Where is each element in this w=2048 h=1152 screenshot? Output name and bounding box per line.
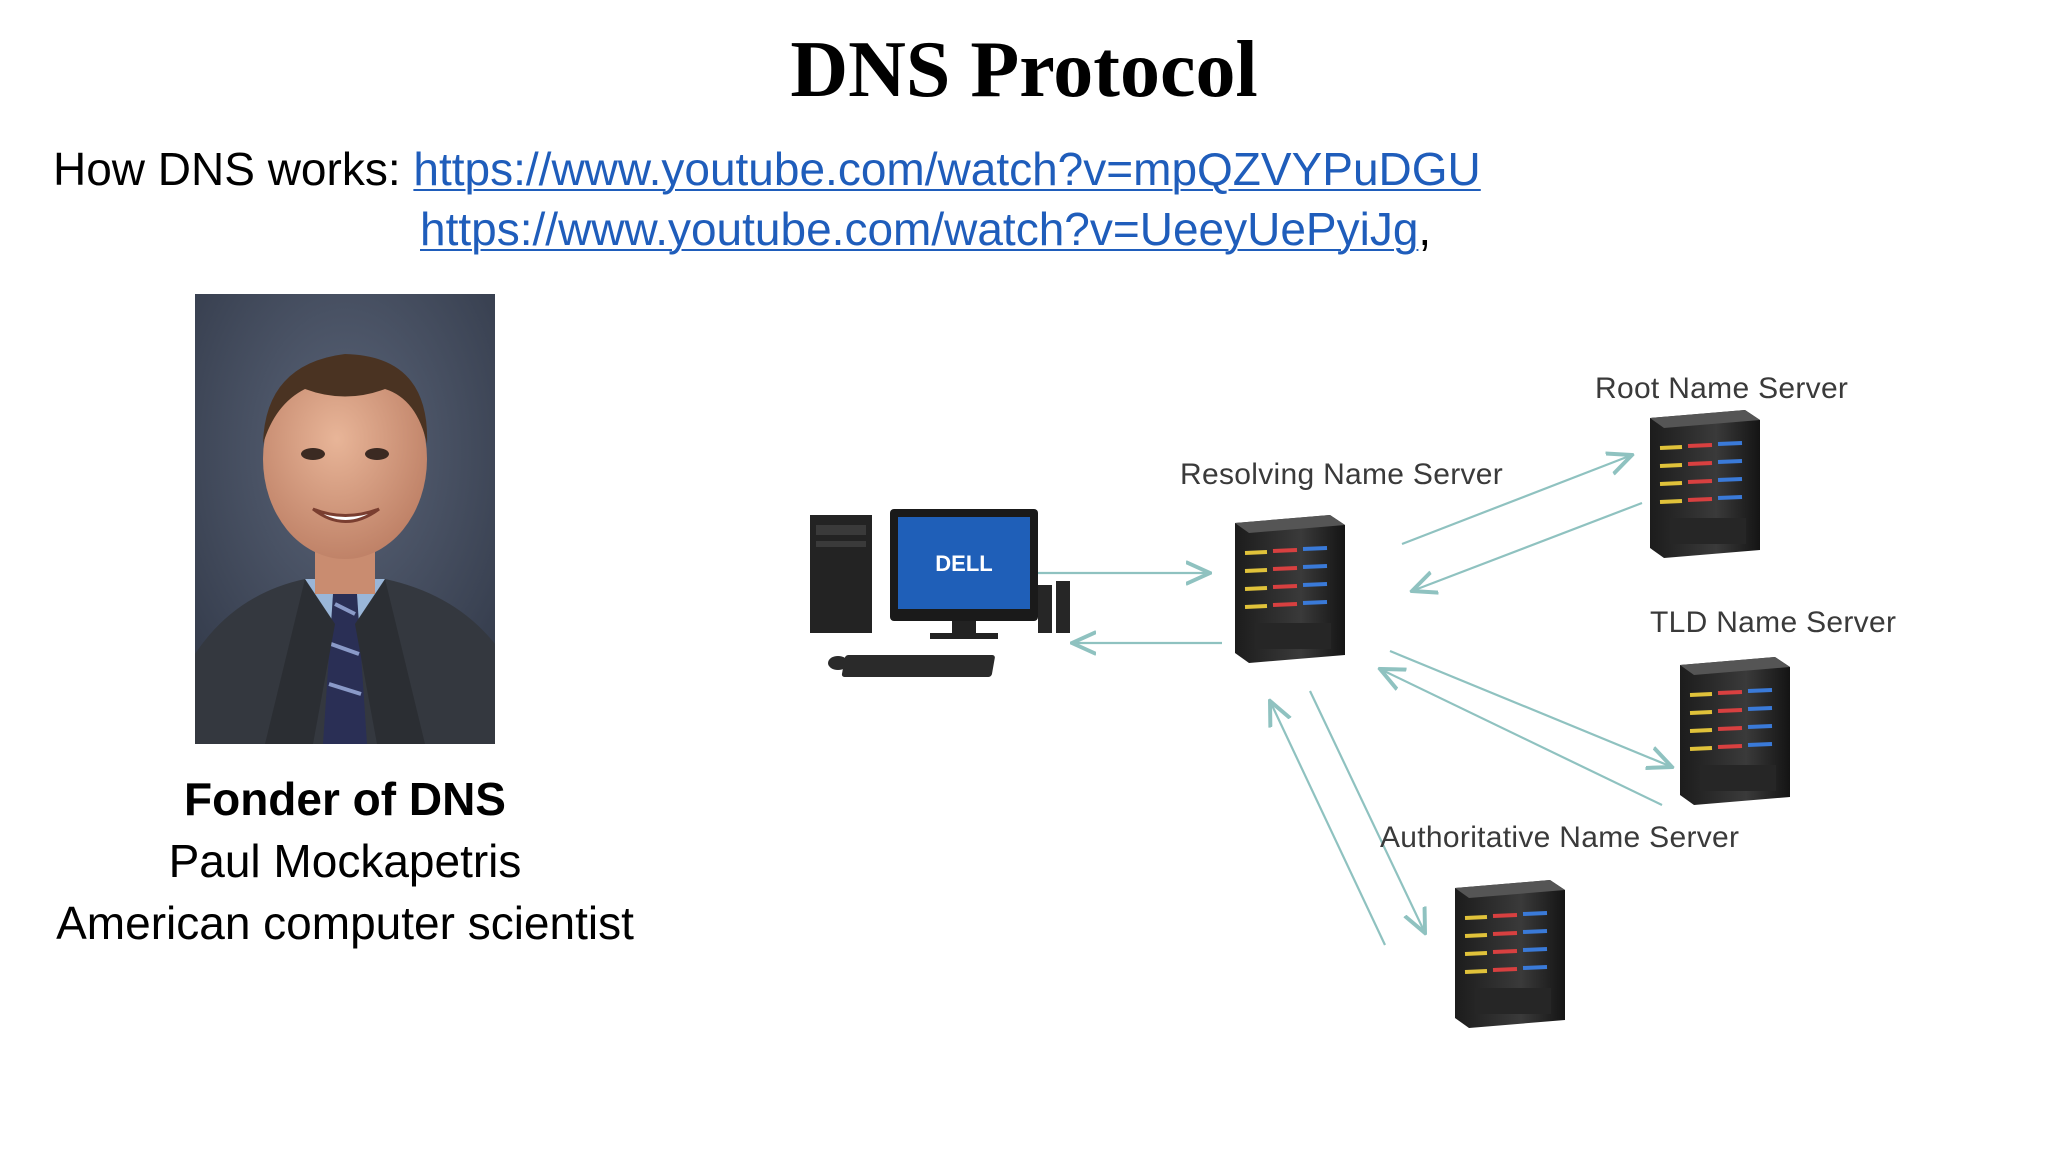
slide-title: DNS Protocol bbox=[790, 26, 1258, 114]
authoritative-server-icon bbox=[1453, 878, 1567, 1030]
resolving-name-server-label: Resolving Name Server bbox=[1180, 458, 1504, 491]
client-computer-icon: DELL bbox=[810, 509, 1070, 677]
portrait-photo bbox=[195, 294, 495, 744]
authoritative-name-server-label: Authoritative Name Server bbox=[1380, 821, 1740, 854]
arrow-resolver-to-root bbox=[1401, 455, 1632, 546]
link-trailing-comma: , bbox=[1418, 203, 1432, 255]
person-heading: Fonder of DNS bbox=[184, 773, 506, 825]
person-role: American computer scientist bbox=[56, 897, 634, 949]
tld-name-server-label: TLD Name Server bbox=[1650, 606, 1897, 639]
how-dns-works-line: How DNS works: https://www.youtube.com/w… bbox=[53, 140, 1481, 198]
youtube-link-1[interactable]: https://www.youtube.com/watch?v=mpQZVYPu… bbox=[413, 143, 1481, 195]
arrow-resolver-to-authoritative bbox=[1309, 690, 1425, 933]
arrow-authoritative-to-resolver bbox=[1270, 701, 1386, 946]
arrow-root-to-resolver bbox=[1412, 501, 1643, 591]
tld-server-icon bbox=[1678, 655, 1792, 807]
arrow-resolver-to-tld bbox=[1389, 649, 1672, 767]
arrow-tld-to-resolver bbox=[1380, 669, 1663, 806]
person-name: Paul Mockapetris bbox=[168, 835, 522, 887]
second-link-line: https://www.youtube.com/watch?v=UeeyUePy… bbox=[420, 200, 1431, 258]
dns-resolution-diagram: DELL Root Name Server Resolving Name Ser… bbox=[790, 355, 1940, 1055]
resolving-server-icon bbox=[1233, 513, 1347, 665]
youtube-link-2[interactable]: https://www.youtube.com/watch?v=UeeyUePy… bbox=[420, 203, 1419, 255]
root-name-server-label: Root Name Server bbox=[1595, 372, 1849, 405]
monitor-brand-text: DELL bbox=[935, 551, 992, 576]
links-prefix: How DNS works: bbox=[53, 143, 414, 195]
root-server-icon bbox=[1648, 408, 1762, 560]
